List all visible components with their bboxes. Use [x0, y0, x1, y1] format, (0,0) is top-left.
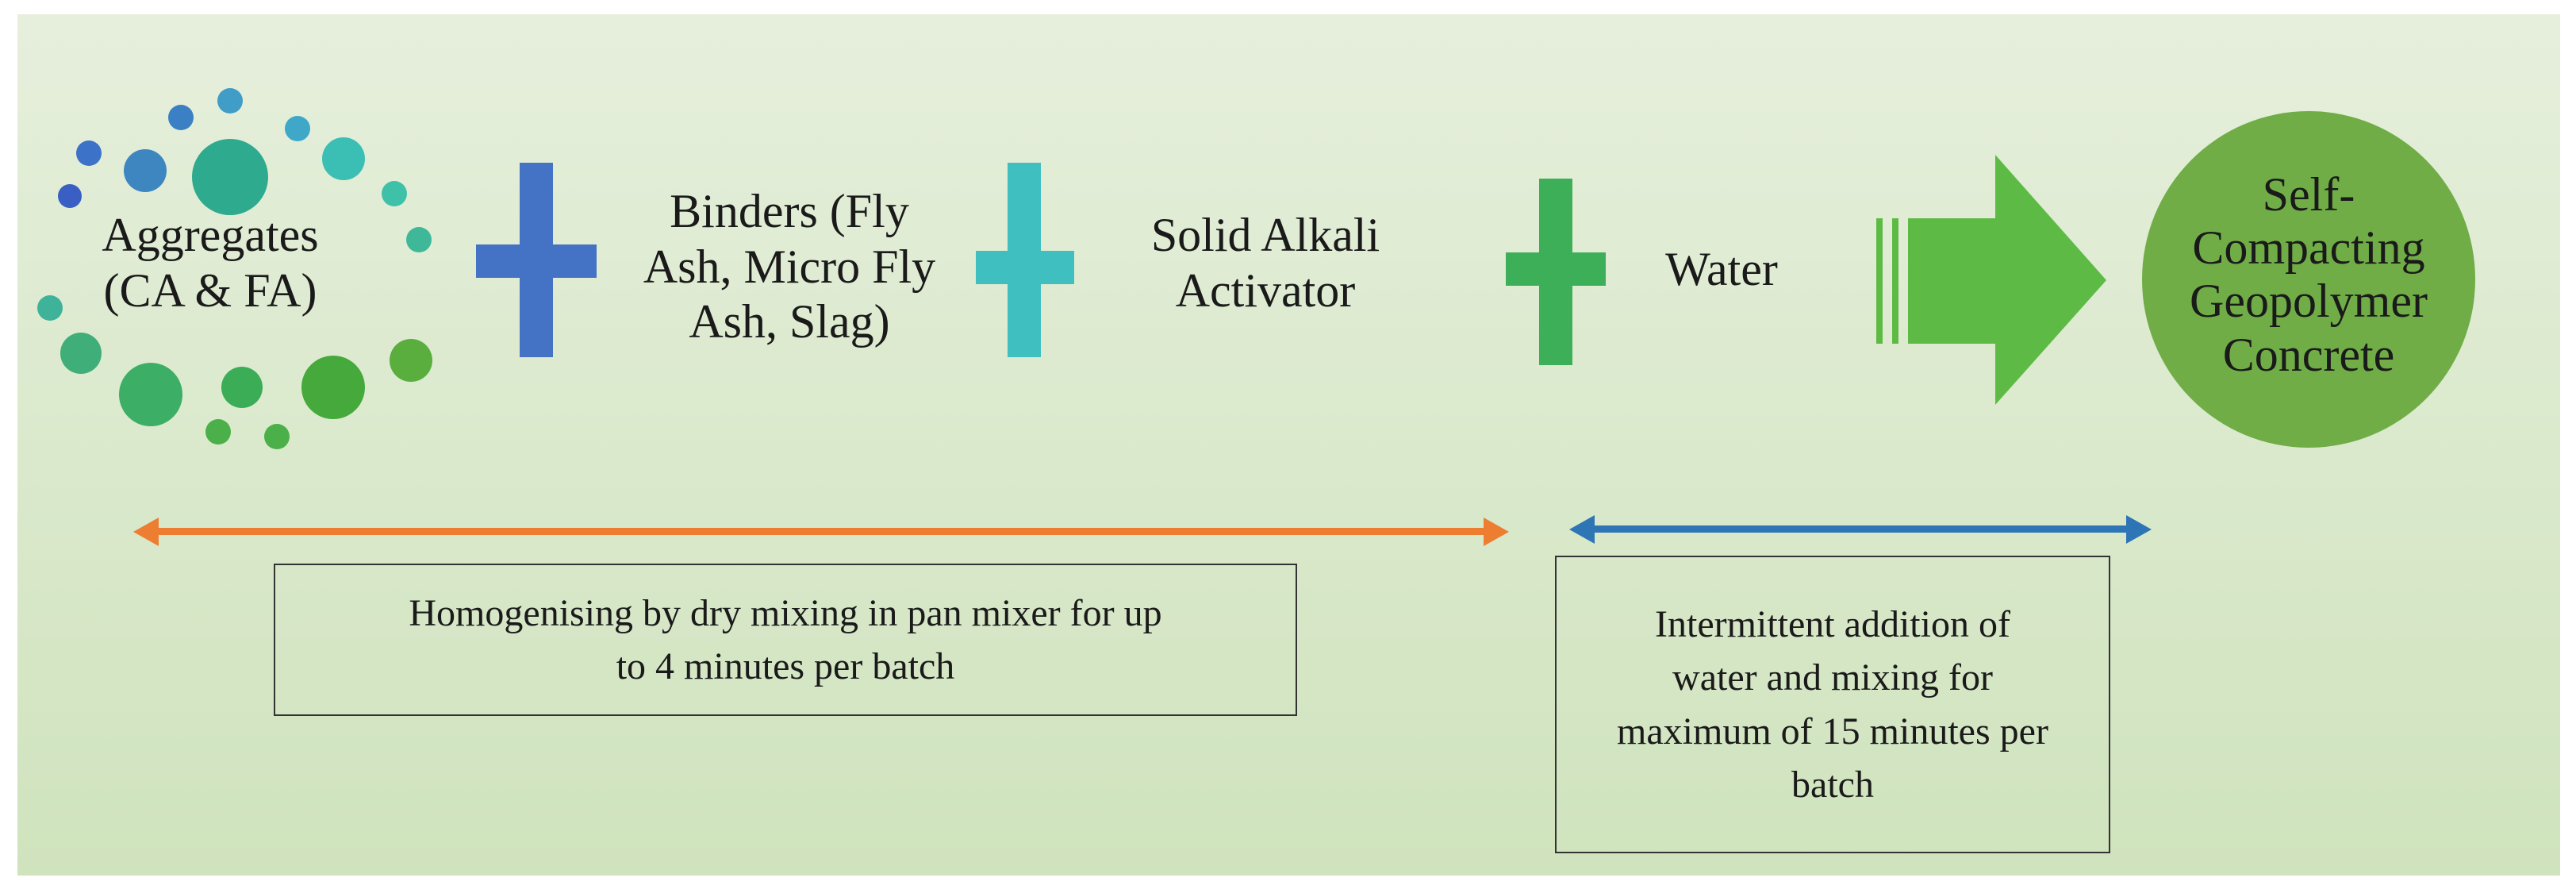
- particle: [406, 227, 432, 252]
- particle: [119, 363, 182, 426]
- particle: [60, 333, 102, 374]
- plus-icon: [1506, 179, 1606, 365]
- product-circle: [2142, 111, 2475, 448]
- diagram-background: [17, 14, 2560, 876]
- aggregate-particles: [37, 88, 432, 449]
- double-arrow-icon: [1569, 515, 2152, 544]
- particle: [390, 339, 432, 382]
- particle: [37, 295, 63, 321]
- particle: [58, 184, 82, 208]
- plus-icon: [476, 163, 597, 357]
- particle: [221, 367, 263, 408]
- particle: [264, 424, 290, 449]
- right-arrow-icon: [1876, 155, 2106, 405]
- particle: [76, 140, 102, 166]
- binders-label: Binders (Fly Ash, Micro Fly Ash, Slag): [643, 185, 936, 348]
- particle: [285, 116, 310, 141]
- wet-mixing-step: Intermittent addition of water and mixin…: [1555, 556, 2110, 853]
- water-label: Water: [1665, 243, 1778, 295]
- wet-mixing-text: Intermittent addition of water and mixin…: [1617, 603, 2048, 806]
- particle: [322, 137, 365, 180]
- particle: [124, 149, 167, 192]
- particle: [192, 139, 268, 215]
- plus-icon: [976, 163, 1074, 357]
- activator-label: Solid Alkali Activator: [1150, 209, 1380, 317]
- particle: [382, 181, 407, 206]
- dry-mixing-text: Homogenising by dry mixing in pan mixer …: [409, 591, 1162, 687]
- product-label: Self- Compacting Geopolymer Concrete: [2190, 168, 2428, 381]
- double-arrow-icon: [133, 518, 1509, 546]
- aggregates-label: Aggregates (CA & FA): [102, 209, 319, 317]
- particle: [168, 105, 194, 130]
- particle: [205, 419, 231, 445]
- particle: [217, 88, 243, 114]
- particle: [301, 356, 365, 419]
- dry-mixing-step: Homogenising by dry mixing in pan mixer …: [274, 564, 1297, 716]
